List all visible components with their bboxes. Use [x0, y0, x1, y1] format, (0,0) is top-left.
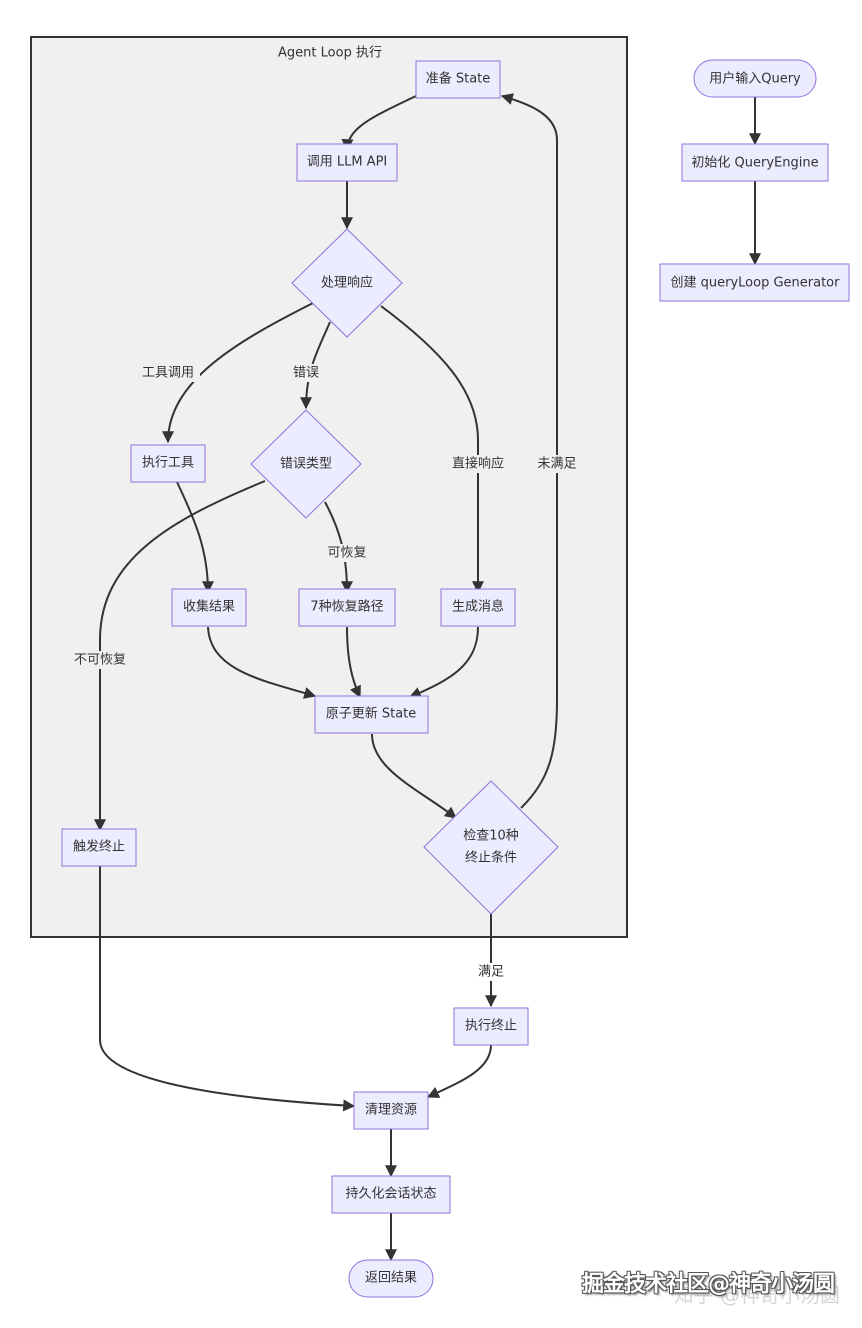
node-label: 收集结果 — [183, 599, 235, 615]
node-cleanup[interactable]: 清理资源 — [353, 1091, 429, 1130]
edge-genmsg-to-update — [408, 626, 479, 699]
node-label: 原子更新 State — [326, 706, 417, 722]
edge-label-unrecoverable: 不可恢复 — [74, 653, 126, 668]
node-handle-response[interactable]: 处理响应 — [291, 228, 403, 338]
node-label: 错误类型 — [280, 457, 332, 472]
node-label-line1: 检查10种 — [463, 829, 519, 844]
edge-labels: 工具调用 错误 直接响应 未满足 可恢复 不可恢复 满足 — [68, 364, 581, 981]
edge-label-tool-call: 工具调用 — [142, 366, 194, 381]
node-gen-message[interactable]: 生成消息 — [440, 588, 516, 627]
edge-handle-to-genmsg — [380, 305, 484, 594]
node-exec-stop[interactable]: 执行终止 — [453, 1007, 529, 1046]
edge-recovery-to-update — [346, 626, 361, 699]
watermark-secondary: 知乎 @神奇小汤圆 — [673, 1283, 840, 1307]
watermark-primary: 掘金技术社区@神奇小汤圆 — [581, 1272, 835, 1297]
node-prepare-state[interactable]: 准备 State — [415, 60, 501, 99]
node-label: 调用 LLM API — [307, 155, 388, 170]
node-error-type[interactable]: 错误类型 — [250, 409, 362, 519]
node-label: 执行工具 — [142, 456, 194, 471]
node-exec-tool[interactable]: 执行工具 — [130, 444, 206, 483]
node-label: 执行终止 — [465, 1018, 517, 1034]
node-label: 持久化会话状态 — [345, 1187, 436, 1202]
node-init-engine[interactable]: 初始化 QueryEngine — [681, 143, 829, 182]
edges — [94, 93, 761, 1262]
node-label: 7种恢复路径 — [310, 599, 383, 615]
node-persist[interactable]: 持久化会话状态 — [331, 1175, 451, 1214]
edge-check-to-prepare — [500, 93, 558, 809]
edge-trigger-to-cleanup — [99, 866, 356, 1112]
edge-execstop-to-cleanup — [426, 1044, 492, 1098]
edge-label-met: 满足 — [478, 965, 504, 980]
edge-update-to-check — [371, 733, 457, 819]
node-atomic-update[interactable]: 原子更新 State — [314, 695, 429, 734]
node-trigger-stop[interactable]: 触发终止 — [61, 828, 137, 867]
edge-label-not-met: 未满足 — [537, 457, 576, 472]
node-create-generator[interactable]: 创建 queryLoop Generator — [659, 263, 850, 302]
node-user-input[interactable]: 用户输入Query — [693, 59, 817, 98]
node-label: 初始化 QueryEngine — [691, 156, 818, 171]
node-collect-result[interactable]: 收集结果 — [171, 588, 247, 627]
edge-tool-to-collect — [176, 481, 214, 594]
node-label: 返回结果 — [365, 1271, 417, 1286]
node-label: 准备 State — [426, 71, 491, 87]
node-label: 创建 queryLoop Generator — [671, 276, 841, 291]
node-label-line2: 终止条件 — [465, 850, 517, 866]
node-recovery-paths[interactable]: 7种恢复路径 — [298, 588, 396, 627]
node-label: 清理资源 — [365, 1103, 417, 1118]
edge-handle-to-tool — [162, 302, 314, 444]
cluster-title: Agent Loop 执行 — [278, 46, 382, 61]
node-label: 触发终止 — [73, 839, 125, 855]
node-label: 用户输入Query — [709, 71, 801, 87]
edge-errortype-to-trigger — [94, 480, 266, 832]
edge-label-recoverable: 可恢复 — [327, 546, 366, 561]
node-check-conditions[interactable]: 检查10种 终止条件 — [423, 780, 559, 915]
edge-collect-to-update — [207, 626, 317, 699]
edge-label-error: 错误 — [293, 366, 319, 381]
edge-label-direct: 直接响应 — [452, 456, 504, 472]
edge-handle-to-errortype — [300, 321, 331, 410]
node-label: 生成消息 — [452, 599, 504, 615]
edge-errortype-to-recovery — [324, 501, 353, 594]
node-call-llm[interactable]: 调用 LLM API — [296, 143, 398, 182]
node-label: 处理响应 — [321, 275, 373, 291]
node-return-result[interactable]: 返回结果 — [348, 1259, 434, 1298]
